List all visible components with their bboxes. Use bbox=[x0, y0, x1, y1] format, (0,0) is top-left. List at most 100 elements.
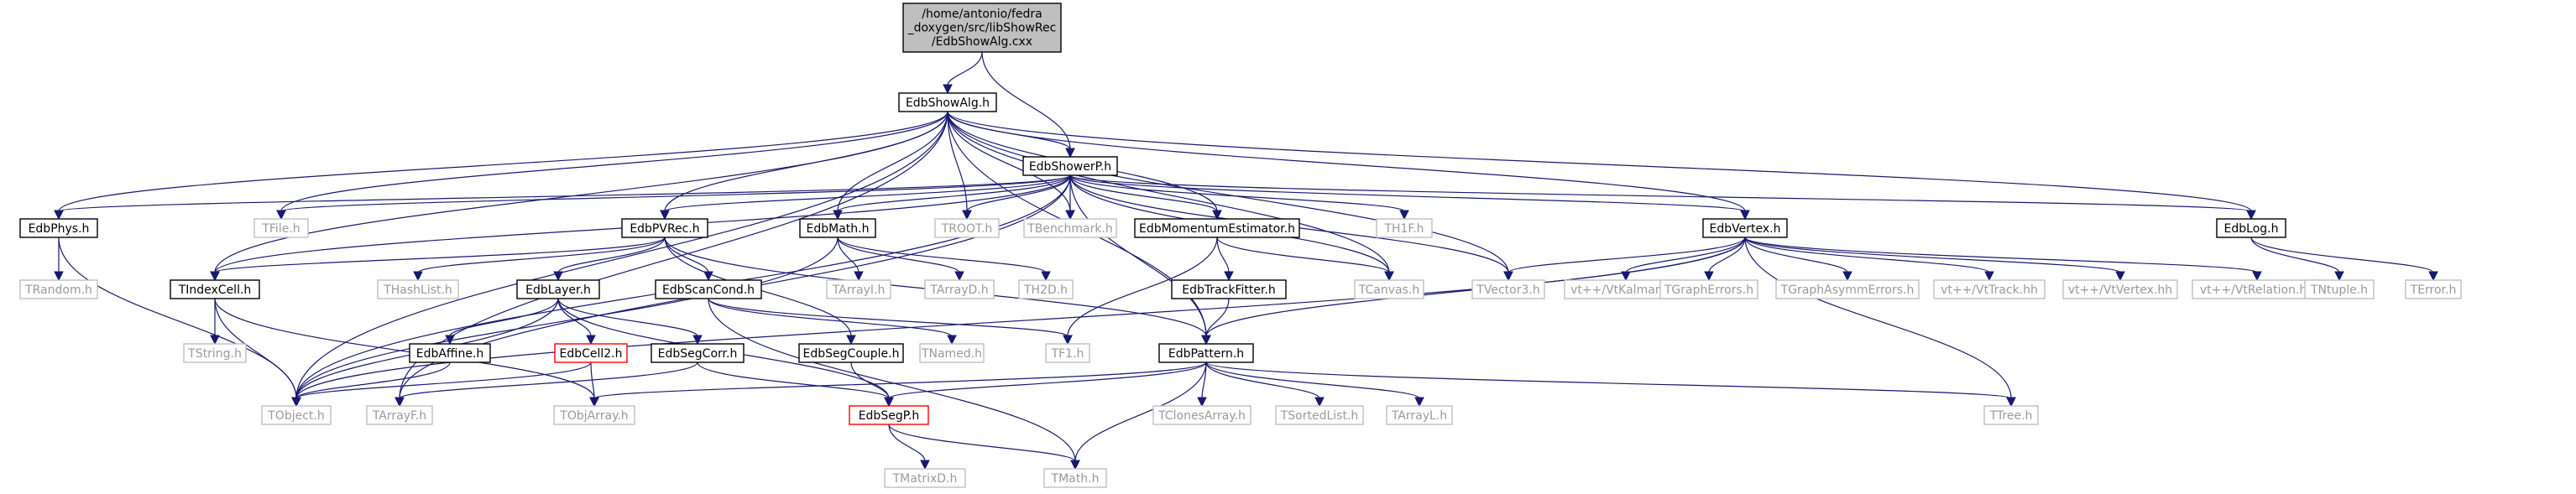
node-tarrayd-h[interactable]: TArrayD.h bbox=[924, 279, 995, 299]
arrowhead bbox=[833, 210, 843, 221]
arrowhead bbox=[2334, 271, 2344, 282]
node-label: TString.h bbox=[187, 347, 242, 361]
edge-edbsegp-h-to-tmatrixd-h bbox=[888, 424, 926, 462]
node-edbmomentumestimator-h[interactable]: EdbMomentumEstimator.h bbox=[1134, 218, 1300, 238]
node-th1f-h[interactable]: TH1F.h bbox=[1376, 218, 1433, 238]
arrowhead bbox=[553, 271, 563, 282]
node-tntuple-h[interactable]: TNtuple.h bbox=[2304, 279, 2375, 299]
node-vt-vtvertex-hh[interactable]: vt++/VtVertex.hh bbox=[2062, 279, 2178, 299]
edge-edbshowerp-h-to-troot-h bbox=[966, 174, 1071, 212]
node-tfile-h[interactable]: TFile.h bbox=[253, 218, 309, 238]
arrowhead bbox=[1414, 397, 1424, 408]
arrowhead bbox=[1384, 271, 1394, 282]
arrowhead bbox=[660, 210, 670, 221]
node-label: vt++/VtRelation.hh bbox=[2200, 283, 2314, 297]
node-edbshowerp-h[interactable]: EdbShowerP.h bbox=[1022, 156, 1118, 176]
node-edbshowalg-h[interactable]: EdbShowAlg.h bbox=[898, 92, 997, 112]
node-tmath-h[interactable]: TMath.h bbox=[1043, 468, 1107, 488]
node-troot-h[interactable]: TROOT.h bbox=[934, 218, 1000, 238]
arrowhead bbox=[2006, 397, 2016, 408]
node-edbtrackfitter-h[interactable]: EdbTrackFitter.h bbox=[1171, 279, 1287, 299]
edge-edbshowerp-h-to-edbmomentumestimator-h bbox=[1069, 174, 1218, 212]
node-tstring-h[interactable]: TString.h bbox=[183, 343, 247, 363]
node-th2d-h[interactable]: TH2D.h bbox=[1018, 279, 1074, 299]
arrowhead bbox=[54, 210, 64, 221]
node-label: vt++/VtTrack.hh bbox=[1941, 283, 2038, 297]
node-edblayer-h[interactable]: EdbLayer.h bbox=[516, 279, 600, 299]
node-tobjarray-h[interactable]: TObjArray.h bbox=[553, 405, 635, 425]
node-edblog-h[interactable]: EdbLog.h bbox=[2216, 218, 2286, 238]
arrowhead bbox=[1070, 460, 1080, 471]
node-label: vt++/VtKalman.hh bbox=[1570, 283, 1681, 297]
node-label: TH1F.h bbox=[1383, 222, 1424, 236]
arrowhead bbox=[1740, 210, 1750, 221]
node-edbpvrec-h[interactable]: EdbPVRec.h bbox=[621, 218, 708, 238]
edge-edbshowerp-h-to-edbmath-h bbox=[837, 174, 1071, 212]
node-label: EdbSegP.h bbox=[859, 409, 920, 423]
edge-edbvertex-h-to-vttrack-hh bbox=[1744, 237, 1990, 273]
edge-edbshowerp-h-to-edbpattern-h bbox=[1069, 174, 1207, 337]
node-tvector3-h[interactable]: TVector3.h bbox=[1471, 279, 1545, 299]
node-vt-vttrack-hh[interactable]: vt++/VtTrack.hh bbox=[1933, 279, 2046, 299]
edge-edbshowerp-h-to-edbphys-h bbox=[58, 174, 1071, 212]
node-tarrayl-h[interactable]: TArrayL.h bbox=[1386, 405, 1453, 425]
node-ttree-h[interactable]: TTree.h bbox=[1983, 405, 2039, 425]
node-label: TMatrixD.h bbox=[892, 472, 958, 486]
arrowhead bbox=[210, 335, 220, 346]
node-edbphys-h[interactable]: EdbPhys.h bbox=[19, 218, 98, 238]
node-tcanvas-h[interactable]: TCanvas.h bbox=[1354, 279, 1424, 299]
edge-edbpattern-h-to-tmath-h bbox=[1074, 361, 1207, 462]
node-tarrayi-h[interactable]: TArrayI.h bbox=[826, 279, 891, 299]
node-thashlist-h[interactable]: THashList.h bbox=[377, 279, 459, 299]
node-trandom-h[interactable]: TRandom.h bbox=[19, 279, 98, 299]
node-label: EdbTrackFitter.h bbox=[1182, 283, 1276, 297]
node-tgraphasymmerrors-h[interactable]: TGraphAsymmErrors.h bbox=[1775, 279, 1920, 299]
node-tindexcell-h[interactable]: TIndexCell.h bbox=[170, 279, 260, 299]
node-tclonesarray-h[interactable]: TClonesArray.h bbox=[1152, 405, 1251, 425]
node-edbaffine-h[interactable]: EdbAffine.h bbox=[409, 343, 491, 363]
node-edbsegp-h[interactable]: EdbSegP.h bbox=[849, 405, 929, 425]
node-edbsegcouple-h[interactable]: EdbSegCouple.h bbox=[798, 343, 904, 363]
node-vt-vtkalman-hh[interactable]: vt++/VtKalman.hh bbox=[1564, 279, 1688, 299]
arrowhead bbox=[920, 460, 930, 471]
node-label: EdbVertex.h bbox=[1710, 222, 1781, 236]
edge-edbshowalg-h-to-tobject-h bbox=[295, 111, 948, 399]
node-tgrapherrors-h[interactable]: TGraphErrors.h bbox=[1659, 279, 1758, 299]
edge-edbmath-h-to-tarrayd-h bbox=[837, 237, 960, 273]
node-tnamed-h[interactable]: TNamed.h bbox=[919, 343, 985, 363]
node-tmatrixd-h[interactable]: TMatrixD.h bbox=[884, 468, 966, 488]
node-edbmath-h[interactable]: EdbMath.h bbox=[799, 218, 876, 238]
arrowhead bbox=[962, 210, 972, 221]
root-node-label-line: /home/antonio/fedra bbox=[922, 8, 1042, 21]
node-edbvertex-h[interactable]: EdbVertex.h bbox=[1702, 218, 1788, 238]
node-edbsegcorr-h[interactable]: EdbSegCorr.h bbox=[651, 343, 745, 363]
edge-edbshowalg-h-to-tbenchmark-h bbox=[947, 111, 1071, 212]
edge-edbvertex-h-to-tobject-h bbox=[295, 237, 1746, 399]
arrowhead bbox=[947, 335, 957, 346]
node-edbcell2-h[interactable]: EdbCell2.h bbox=[554, 343, 628, 363]
edge-edbmath-h-to-tarrayi-h bbox=[837, 237, 860, 273]
node-tobject-h[interactable]: TObject.h bbox=[261, 405, 332, 425]
node-tsortedlist-h[interactable]: TSortedList.h bbox=[1275, 405, 1364, 425]
node-label: TArrayL.h bbox=[1391, 409, 1447, 423]
node-tbenchmark-h[interactable]: TBenchmark.h bbox=[1023, 218, 1117, 238]
node-label: TBenchmark.h bbox=[1027, 222, 1113, 236]
root-node[interactable]: /home/antonio/fedra_doxygen/src/libShowR… bbox=[902, 3, 1062, 53]
arrowhead bbox=[2428, 271, 2438, 282]
node-edbscancond-h[interactable]: EdbScanCond.h bbox=[655, 279, 762, 299]
node-label: EdbPattern.h bbox=[1168, 347, 1244, 361]
node-label: TTree.h bbox=[1989, 409, 2033, 423]
node-edbpattern-h[interactable]: EdbPattern.h bbox=[1158, 343, 1254, 363]
node-label: EdbPhys.h bbox=[29, 222, 90, 236]
node-label: EdbLayer.h bbox=[525, 283, 591, 297]
arrowhead bbox=[1984, 271, 1994, 282]
edge-tindexcell-h-to-tobject-h bbox=[214, 298, 297, 399]
arrowhead bbox=[413, 271, 423, 282]
node-terror-h[interactable]: TError.h bbox=[2405, 279, 2462, 299]
node-vt-vtrelation-hh[interactable]: vt++/VtRelation.hh bbox=[2192, 279, 2323, 299]
edge-edbsegcorr-h-to-edbsegp-h bbox=[697, 361, 890, 399]
edge-edbsegcouple-h-to-edbsegp-h bbox=[850, 361, 890, 399]
node-label: EdbScanCond.h bbox=[662, 283, 755, 297]
node-tf1-h[interactable]: TF1.h bbox=[1045, 343, 1090, 363]
node-tarrayf-h[interactable]: TArrayF.h bbox=[366, 405, 433, 425]
